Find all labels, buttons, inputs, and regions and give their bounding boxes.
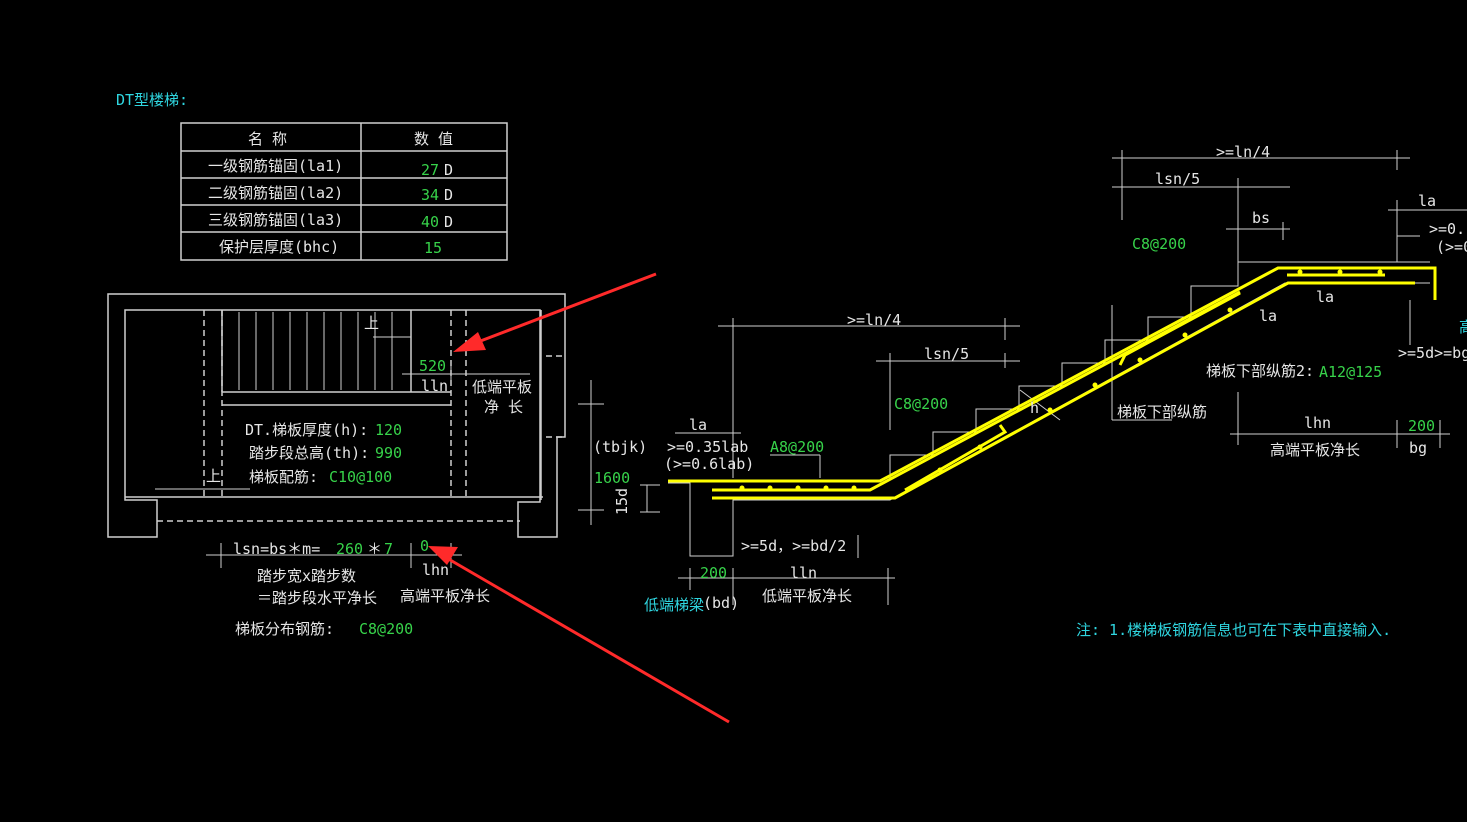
table-row-unit: D	[444, 213, 453, 231]
low-slab-label: 低端平板	[472, 378, 532, 396]
tbjk-label: (tbjk)	[593, 438, 647, 456]
low-slab-section-label: 低端平板净长	[762, 587, 852, 605]
times-sign: ＊	[367, 540, 382, 558]
five-d-right-label: >=5d>=bg	[1398, 344, 1467, 362]
low-beam-label: 低端梯梁	[644, 596, 704, 614]
table-row-value[interactable]: 40	[421, 213, 439, 231]
table-row-value[interactable]: 27	[421, 161, 439, 179]
note-text: 注: 1.楼梯板钢筋信息也可在下表中直接输入.	[1076, 621, 1391, 639]
rebar-dots	[739, 269, 1383, 491]
high-width-value[interactable]: 0	[420, 537, 429, 555]
la-mark: la	[1259, 307, 1277, 325]
stair-treads	[155, 312, 411, 490]
anchorage-label: >=0.35lab	[667, 438, 748, 456]
low-slab-rebar-value[interactable]: A8@200	[770, 438, 824, 456]
la-mark: la	[1316, 288, 1334, 306]
anchorage-right-label: >=0.	[1429, 220, 1465, 238]
stair-section-outline	[640, 150, 1467, 605]
bd-label: (bd)	[703, 594, 739, 612]
five-d-label: >=5d，>=bd/2	[741, 537, 846, 555]
step-count-value[interactable]: 7	[384, 540, 393, 558]
up-arrow-label: 上	[364, 314, 379, 332]
distribution-rebar-top[interactable]: C8@200	[1132, 235, 1186, 253]
table-row-name: 三级钢筋锚固(la3)	[208, 211, 343, 229]
anchorage-label: (>=0.6lab)	[664, 455, 754, 473]
lsn5-top-label: lsn/5	[1155, 170, 1200, 188]
parameter-table	[180, 122, 508, 261]
distribution-rebar-mid[interactable]: C8@200	[894, 395, 948, 413]
la-left-label: la	[689, 416, 707, 434]
table-row-value[interactable]: 34	[421, 186, 439, 204]
table-row-name: 保护层厚度(bhc)	[219, 238, 339, 256]
table-header-name: 名 称	[248, 130, 287, 148]
height-1600-value[interactable]: 1600	[594, 469, 630, 487]
lower-bar2-value[interactable]: A12@125	[1319, 363, 1382, 381]
table-row-unit: D	[444, 186, 453, 204]
distribution-rebar-label: 梯板分布钢筋:	[235, 620, 334, 638]
bg-label: bg	[1409, 439, 1427, 457]
d15-label: 15d	[613, 488, 631, 515]
lhn-label: lhn	[422, 561, 449, 579]
high-beam-width-value[interactable]: 200	[1408, 417, 1435, 435]
lln-label: lln	[421, 377, 448, 395]
step-width-value[interactable]: 260	[336, 540, 363, 558]
low-slab-label: 净 长	[484, 398, 523, 416]
lsn5-left-label: lsn/5	[924, 345, 969, 363]
table-row-name: 一级钢筋锚固(la1)	[208, 157, 343, 175]
ln4-top-label: >=ln/4	[1216, 143, 1270, 161]
high-slab-label: 高端平板净长	[400, 587, 490, 605]
stair-plan-view	[107, 293, 566, 538]
lsn-label: lsn=bs＊m=	[233, 540, 320, 558]
total-height-value[interactable]: 990	[375, 444, 402, 462]
ln4-left-label: >=ln/4	[847, 311, 901, 329]
step-note: ＝踏步段水平净长	[257, 589, 377, 607]
table-row-value[interactable]: 15	[424, 239, 442, 257]
anchorage-right-label: (>=0	[1436, 238, 1467, 256]
step-note: 踏步宽x踏步数	[257, 567, 356, 585]
thickness-value[interactable]: 120	[375, 421, 402, 439]
red-arrow-annotation	[428, 272, 730, 724]
h-mark: h	[1030, 399, 1039, 417]
up-arrow-label: 上	[206, 467, 221, 485]
table-row-name: 二级钢筋锚固(la2)	[208, 184, 343, 202]
la-top-label: la	[1418, 192, 1436, 210]
rebar-lines	[668, 266, 1437, 500]
stair-type-title: DT型楼梯:	[116, 91, 188, 109]
thickness-label: DT.梯板厚度(h):	[245, 421, 368, 439]
distribution-rebar-value[interactable]: C8@200	[359, 620, 413, 638]
high-slab-section-label: 高端平板净长	[1270, 441, 1360, 459]
lower-bar2-label: 梯板下部纵筋2:	[1206, 362, 1314, 380]
beam-width-value[interactable]: 200	[700, 564, 727, 582]
rebar-value[interactable]: C10@100	[329, 468, 392, 486]
table-header-value: 数 值	[414, 130, 453, 148]
lhn-section-label: lhn	[1304, 414, 1331, 432]
bs-label: bs	[1252, 209, 1270, 227]
rebar-label: 梯板配筋:	[249, 468, 318, 486]
lower-bar-label: 梯板下部纵筋	[1117, 403, 1207, 421]
low-width-value[interactable]: 520	[419, 357, 446, 375]
total-height-label: 踏步段总高(th):	[249, 444, 369, 462]
lln-section-label: lln	[790, 564, 817, 582]
edge-mark: 高	[1459, 318, 1467, 336]
table-row-unit: D	[444, 161, 453, 179]
